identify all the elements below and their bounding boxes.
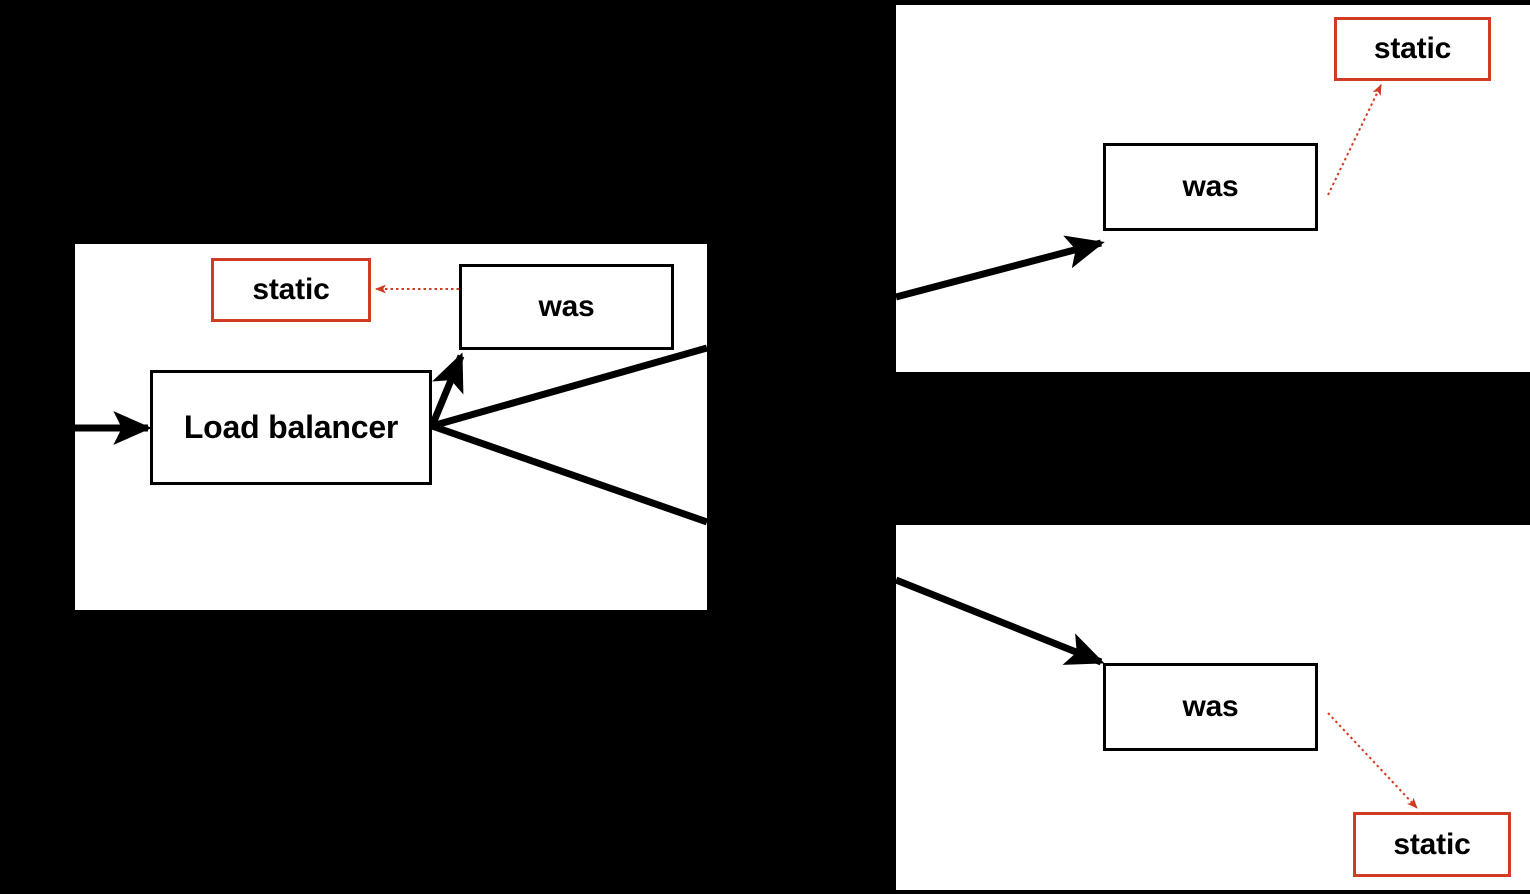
top-right-detail-panel-connectors — [896, 84, 1382, 301]
was-node[interactable]: was — [1103, 663, 1318, 751]
load-balancer-to-top-right-panel-line — [431, 344, 707, 430]
static-node-label: static — [252, 273, 330, 306]
static-node-label: static — [1393, 827, 1471, 861]
was-node-label: was — [1182, 690, 1239, 723]
was-node[interactable]: was — [1103, 143, 1318, 231]
top-right-detail-panel: static was — [896, 5, 1530, 372]
was-to-static-dotted-arrow — [1327, 84, 1382, 196]
bottom-right-detail-panel-connectors — [896, 576, 1418, 809]
was-node[interactable]: was — [459, 264, 674, 350]
incoming-request-arrow — [896, 235, 1105, 301]
load-balancer-to-bottom-right-panel-line — [430, 422, 707, 526]
incoming-request-arrow — [896, 576, 1105, 666]
load-balancer-to-was-arrow — [428, 352, 465, 428]
left-overview-panel-connectors — [75, 284, 707, 526]
was-node-label: was — [538, 290, 595, 323]
load-balancer-node-label: Load balancer — [183, 409, 399, 445]
static-node[interactable]: static — [1334, 17, 1491, 81]
was-to-static-dotted-arrow — [1327, 712, 1418, 809]
load-balancer-node[interactable]: Load balancer — [150, 370, 432, 485]
was-node-label: was — [1182, 170, 1239, 203]
bottom-right-detail-panel: was static — [896, 525, 1530, 890]
static-node[interactable]: static — [211, 258, 371, 322]
static-node-label: static — [1373, 32, 1452, 65]
static-node[interactable]: static — [1353, 812, 1511, 877]
